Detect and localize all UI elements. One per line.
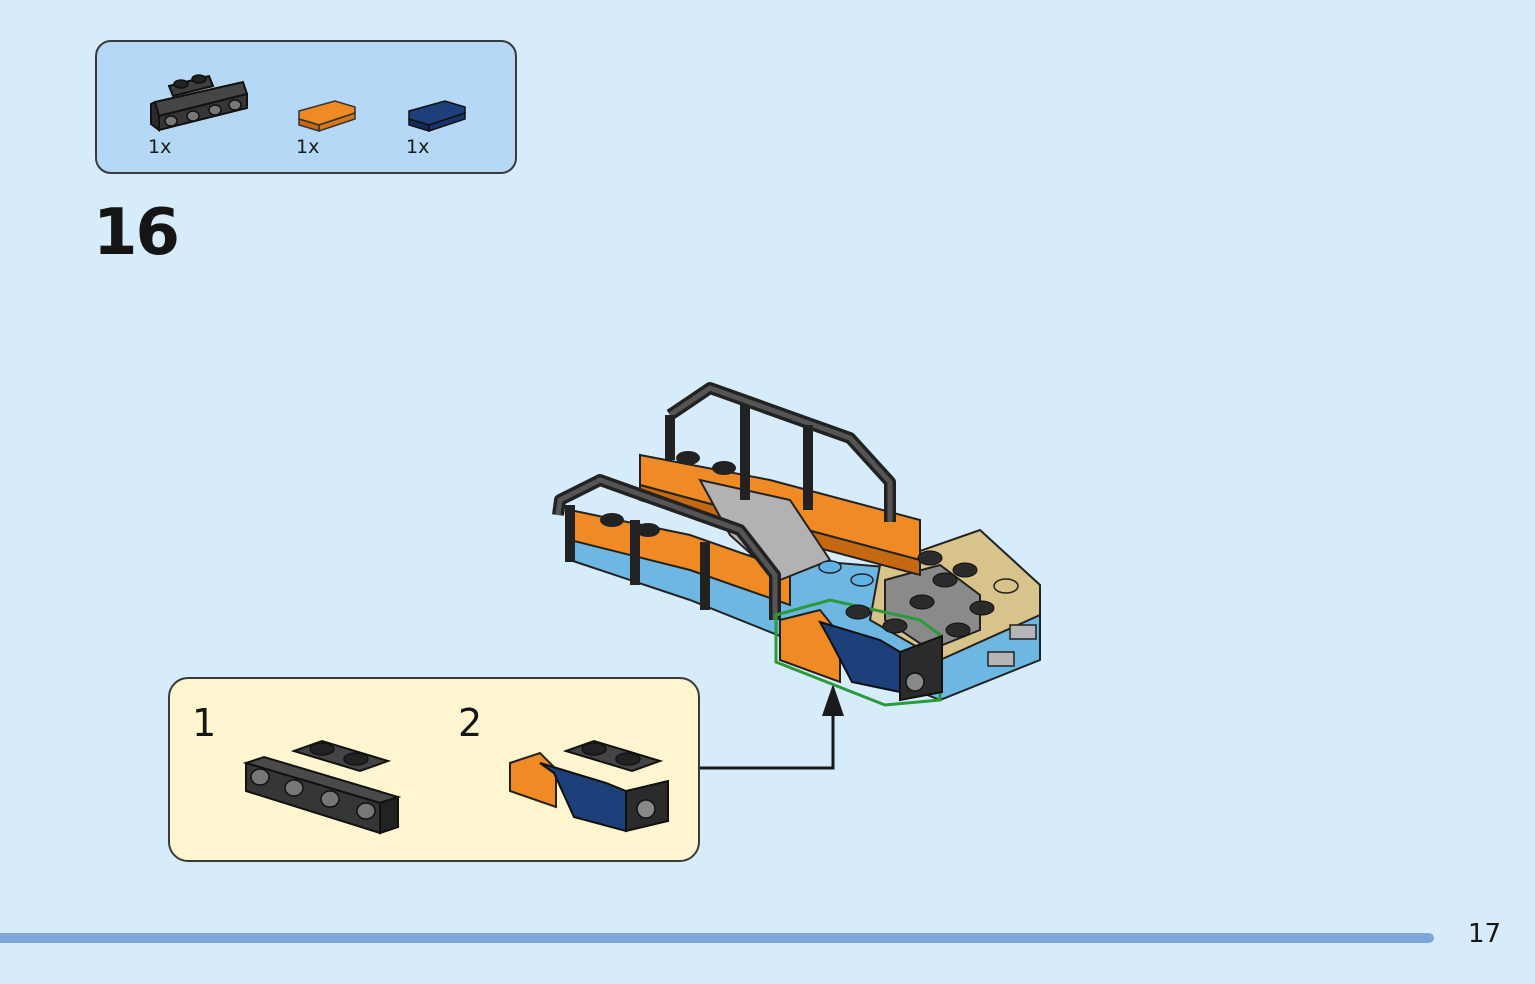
orange-slope-tile-icon xyxy=(298,100,356,133)
sub-step-label: 2 xyxy=(458,701,483,745)
model-illustration xyxy=(552,382,1041,707)
sub-step-label: 1 xyxy=(192,701,217,745)
bracket-with-slopes-icon xyxy=(509,739,669,833)
page-number: 17 xyxy=(1468,919,1502,949)
blue-slope-tile-icon xyxy=(408,100,466,133)
black-bracket-plate-icon xyxy=(242,739,402,835)
black-bracket-plate-icon xyxy=(150,74,249,132)
parts-list-box: 1x 1x 1x xyxy=(95,40,517,174)
part-quantity: 1x xyxy=(148,136,172,158)
footer-bar xyxy=(0,933,1434,943)
part-quantity: 1x xyxy=(296,136,320,158)
sub-assembly-box: 1 2 xyxy=(168,677,700,862)
step-number: 16 xyxy=(93,196,180,270)
part-quantity: 1x xyxy=(406,136,430,158)
